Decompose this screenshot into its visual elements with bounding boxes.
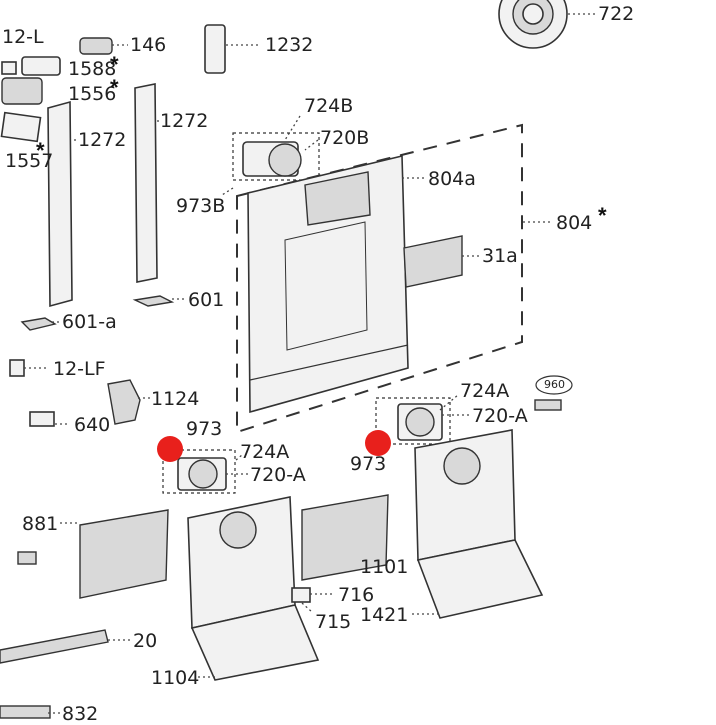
part-960 — [534, 375, 573, 411]
part-601 — [132, 295, 175, 307]
label-832: 832 — [62, 703, 99, 725]
part-12-l — [1, 61, 17, 75]
label-601: 601 — [188, 289, 225, 311]
asterisk-1556: * — [110, 75, 119, 100]
part-832 — [0, 705, 51, 719]
label-1588: 1588 — [68, 58, 117, 80]
hotspot-973-right[interactable] — [365, 430, 391, 456]
asterisk-804: * — [598, 203, 607, 228]
label-1557: 1557 — [5, 150, 54, 172]
hotspot-973-left[interactable] — [157, 436, 183, 462]
label-804: 804 — [556, 212, 593, 234]
label-1104: 1104 — [151, 667, 200, 689]
part-12-lf — [9, 359, 25, 377]
part-1124 — [107, 379, 141, 425]
part-881-coil — [60, 509, 169, 599]
part-1557 — [0, 111, 42, 143]
part-1421-housing — [412, 429, 544, 619]
label-640: 640 — [74, 414, 111, 436]
part-1588 — [21, 56, 61, 76]
label-1101: 1101 — [360, 556, 409, 578]
label-1272-right: 1272 — [160, 110, 209, 132]
label-973-left: 973 — [186, 418, 223, 440]
part-973b-fan-box — [221, 115, 320, 196]
part-804a-panel — [247, 154, 425, 414]
label-722: 722 — [598, 3, 635, 25]
part-small-left — [17, 551, 37, 565]
part-1272-left — [47, 100, 78, 308]
part-973-fan-box-left — [162, 449, 248, 494]
part-146 — [79, 37, 128, 55]
label-601-a: 601-a — [62, 311, 117, 333]
label-724b: 724B — [304, 95, 354, 117]
part-601-a — [20, 317, 57, 331]
label-1421: 1421 — [360, 604, 409, 626]
label-1556: 1556 — [68, 83, 117, 105]
label-881: 881 — [22, 513, 59, 535]
label-146: 146 — [130, 34, 167, 56]
part-804-outline — [236, 123, 523, 434]
part-1272-right — [134, 83, 162, 283]
label-960: 960 — [544, 378, 565, 391]
label-716: 716 — [338, 584, 375, 606]
label-720b: 720B — [320, 127, 370, 149]
label-720-a-right: 720-A — [472, 405, 528, 427]
part-722-disc — [498, 0, 595, 49]
part-1101-coil — [301, 494, 389, 581]
label-12-lf: 12-LF — [53, 358, 106, 380]
part-973-fan-box-right — [375, 394, 470, 445]
part-716 — [291, 587, 311, 603]
part-1556 — [1, 77, 43, 105]
label-1272-left: 1272 — [78, 129, 127, 151]
asterisk-1557: * — [36, 138, 45, 163]
part-20 — [0, 629, 109, 664]
part-1104-housing — [187, 496, 320, 681]
label-715: 715 — [315, 611, 352, 633]
label-973-right: 973 — [350, 453, 387, 475]
label-20: 20 — [133, 630, 158, 652]
label-720-a-left: 720-A — [250, 464, 306, 486]
label-1232: 1232 — [265, 34, 314, 56]
part-1232 — [204, 24, 260, 74]
asterisk-1588: * — [110, 52, 119, 77]
label-1124: 1124 — [151, 388, 200, 410]
label-804a: 804a — [428, 168, 476, 190]
part-640 — [29, 411, 55, 427]
label-724a-right: 724A — [460, 380, 510, 402]
label-973b: 973B — [176, 195, 226, 217]
label-31a: 31a — [482, 245, 518, 267]
label-724a-left: 724A — [240, 441, 290, 463]
label-12-l: 12-L — [2, 26, 44, 48]
part-31a-grill — [403, 235, 480, 288]
